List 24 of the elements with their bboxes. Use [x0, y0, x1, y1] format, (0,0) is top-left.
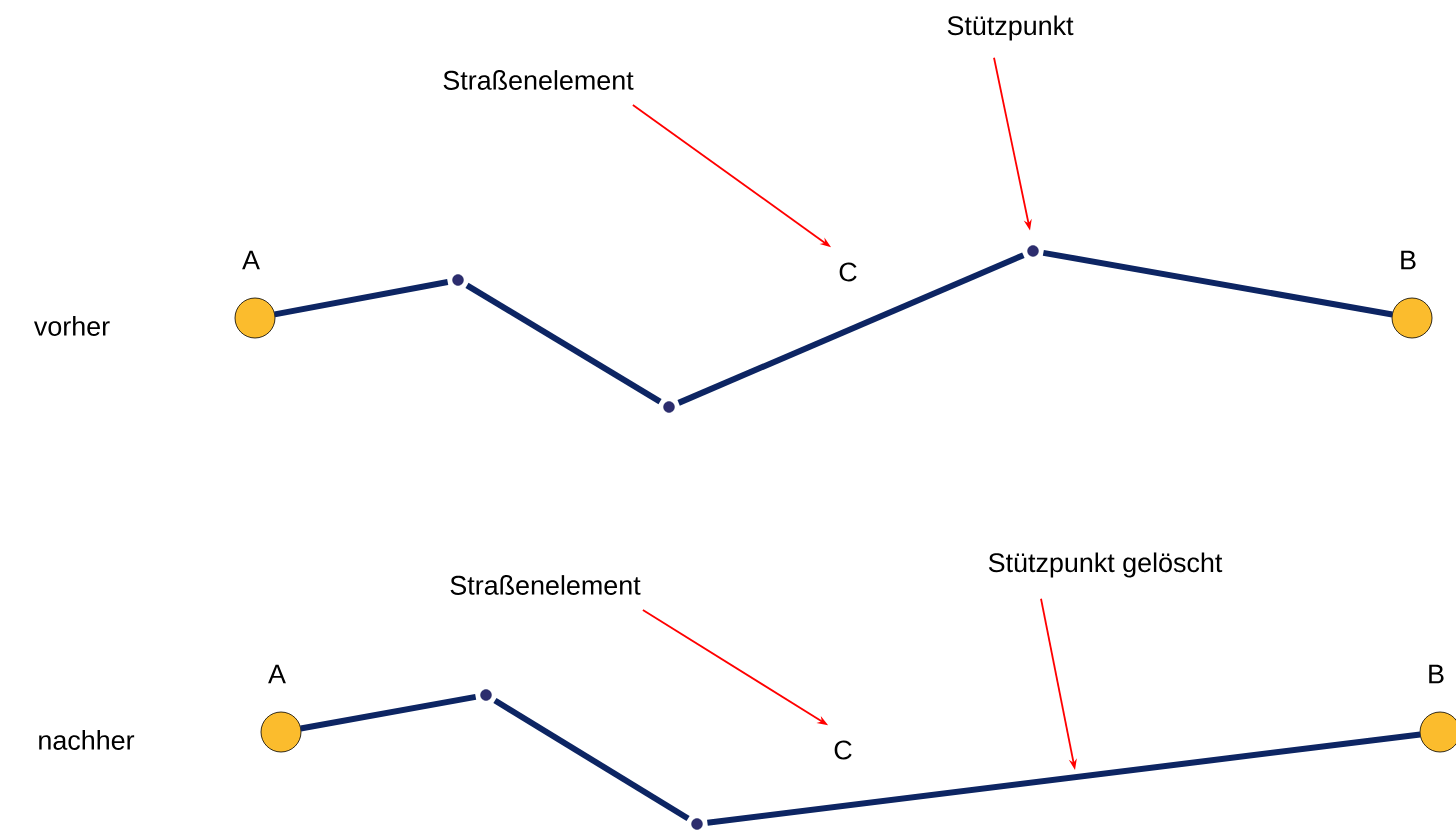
road-segment: [707, 731, 1421, 826]
end-point-circle: [260, 711, 302, 753]
road-segment: [465, 282, 662, 405]
row-label: nachher: [39, 730, 135, 750]
point-letter: B: [1401, 250, 1416, 270]
callout-text: Straßenelement: [443, 70, 634, 90]
callout-text: Stützpunkt: [947, 15, 1074, 41]
point-letter: C: [834, 740, 852, 760]
point-letter: B: [1429, 664, 1444, 684]
end-point-circle: [234, 297, 276, 339]
point-letter: A: [242, 250, 260, 270]
road-segment: [274, 279, 449, 318]
point-letter: C: [839, 262, 857, 282]
callout-text: Straßenelement: [450, 575, 641, 595]
road-segment: [493, 697, 690, 822]
road-segment: [1042, 249, 1393, 318]
end-point-circle: [1419, 711, 1456, 753]
callout-text: Stützpunkt gelöscht: [988, 552, 1223, 578]
end-point-circle: [1391, 297, 1433, 339]
road-segment: [677, 252, 1025, 406]
vertex-dot: [691, 818, 703, 830]
point-letter: A: [268, 664, 286, 684]
road-segment: [300, 693, 477, 732]
row-label: vorher: [33, 316, 110, 336]
